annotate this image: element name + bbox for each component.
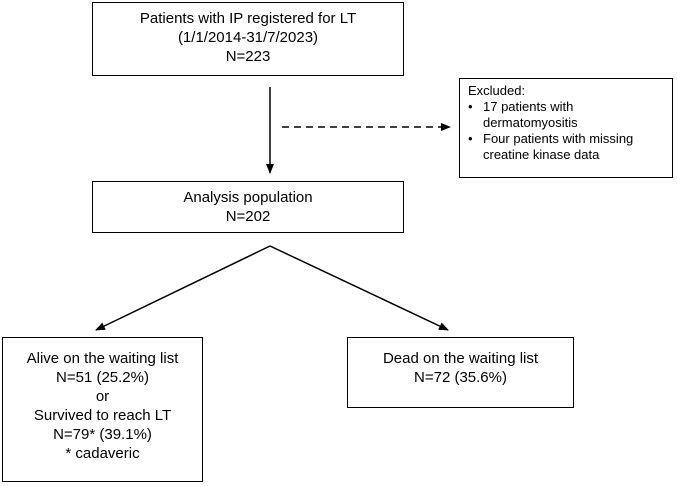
registered-patients-box: Patients with IP registered for LT (1/1/… (92, 2, 404, 76)
analysis-population-box: Analysis population N=202 (92, 181, 404, 233)
arrow-to-right-outcome (269, 245, 449, 331)
alive-or-survived-box: Alive on the waiting list N=51 (25.2%) o… (2, 337, 203, 482)
analysis-title: Analysis population (183, 189, 313, 206)
excluded-item-dermatomyositis: 17 patients with dermatomyositis (468, 99, 666, 131)
survived-count: N=79* (39.1%) (53, 426, 152, 443)
excluded-item-missing-ck: Four patients with missing creatine kina… (468, 131, 666, 163)
dead-on-waiting-list-box: Dead on the waiting list N=72 (35.6%) (347, 337, 574, 408)
excluded-list: 17 patients with dermatomyositis Four pa… (468, 99, 666, 163)
alive-count: N=51 (25.2%) (56, 369, 149, 386)
excluded-box: Excluded: 17 patients with dermatomyosit… (459, 78, 673, 178)
dead-count: N=72 (35.6%) (414, 369, 507, 386)
analysis-count: N=202 (225, 208, 271, 225)
or-label: or (95, 388, 110, 405)
excluded-title: Excluded: (468, 83, 526, 98)
survived-title: Survived to reach LT (33, 407, 172, 424)
arrow-to-left-outcome (95, 245, 271, 331)
cadaveric-footnote: * cadaveric (65, 445, 140, 462)
registered-count: N=223 (225, 48, 271, 65)
dead-title: Dead on the waiting list (382, 350, 539, 367)
alive-title: Alive on the waiting list (26, 350, 179, 367)
registered-title: Patients with IP registered for LT (139, 10, 357, 27)
registered-date-range: (1/1/2014-31/7/2023) (177, 29, 319, 46)
